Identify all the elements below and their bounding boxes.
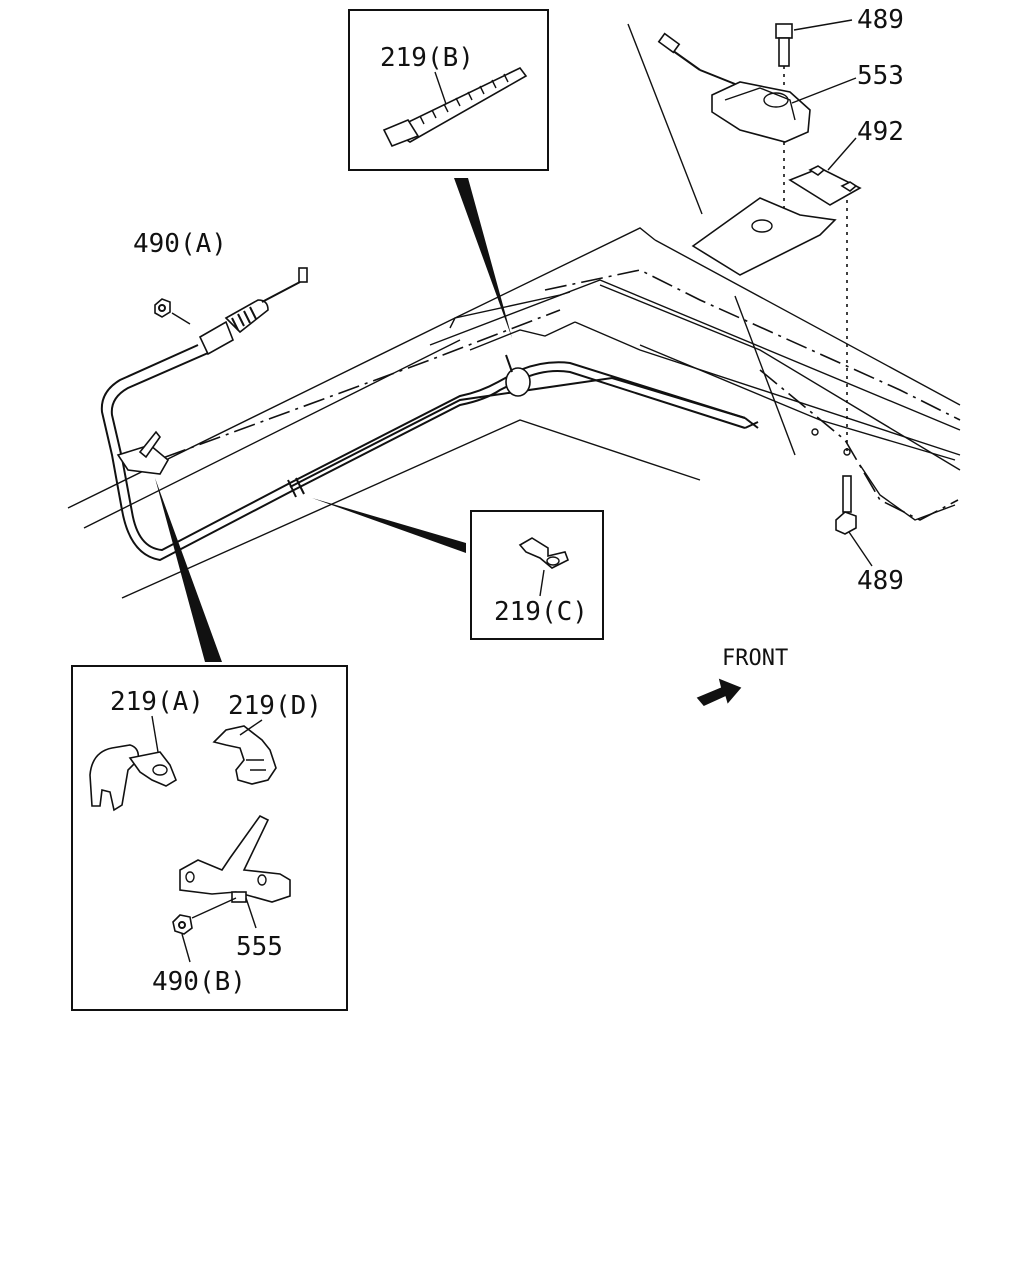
detail-box-219b [348, 9, 549, 171]
lever-553-icon [699, 69, 811, 143]
detail-box-219c [470, 510, 604, 640]
callout-489-top: 489 [857, 5, 904, 35]
callout-489-bottom: 489 [857, 566, 904, 596]
brake-cable [100, 344, 759, 562]
callout-555: 555 [236, 932, 283, 962]
bolt-489-top-icon [775, 23, 793, 67]
bolt-489-bottom-icon [835, 475, 857, 535]
front-arrow-icon [696, 678, 742, 706]
callout-219c: 219(C) [494, 597, 588, 627]
front-label: FRONT [722, 646, 788, 671]
cable-front-end [154, 267, 308, 356]
clip-219c-icon [518, 537, 570, 569]
clip-219d-icon [212, 725, 277, 785]
callout-219a: 219(A) [110, 687, 204, 717]
bracket-555-icon [179, 814, 291, 903]
nut-490b-icon [172, 914, 193, 935]
bracket-492-icon [691, 165, 862, 276]
detail-box-219a-219d [71, 665, 348, 1011]
lever-assembly [627, 23, 862, 535]
cable-tie-219b-icon [382, 66, 528, 148]
pointer-219b [454, 178, 512, 338]
floor-panel-outline [67, 227, 961, 599]
callout-553: 553 [857, 61, 904, 91]
clip-219a-icon [89, 744, 177, 812]
pointer-219ad [155, 478, 222, 662]
leader-lines [791, 19, 873, 567]
callout-490a: 490(A) [133, 229, 227, 259]
pointer-219c [312, 498, 466, 553]
callout-219d: 219(D) [228, 691, 322, 721]
nut-490a-icon [154, 298, 171, 318]
callout-492: 492 [857, 117, 904, 147]
callout-219b: 219(B) [380, 43, 474, 73]
front-indicator [696, 678, 742, 706]
callout-490b: 490(B) [152, 967, 246, 997]
